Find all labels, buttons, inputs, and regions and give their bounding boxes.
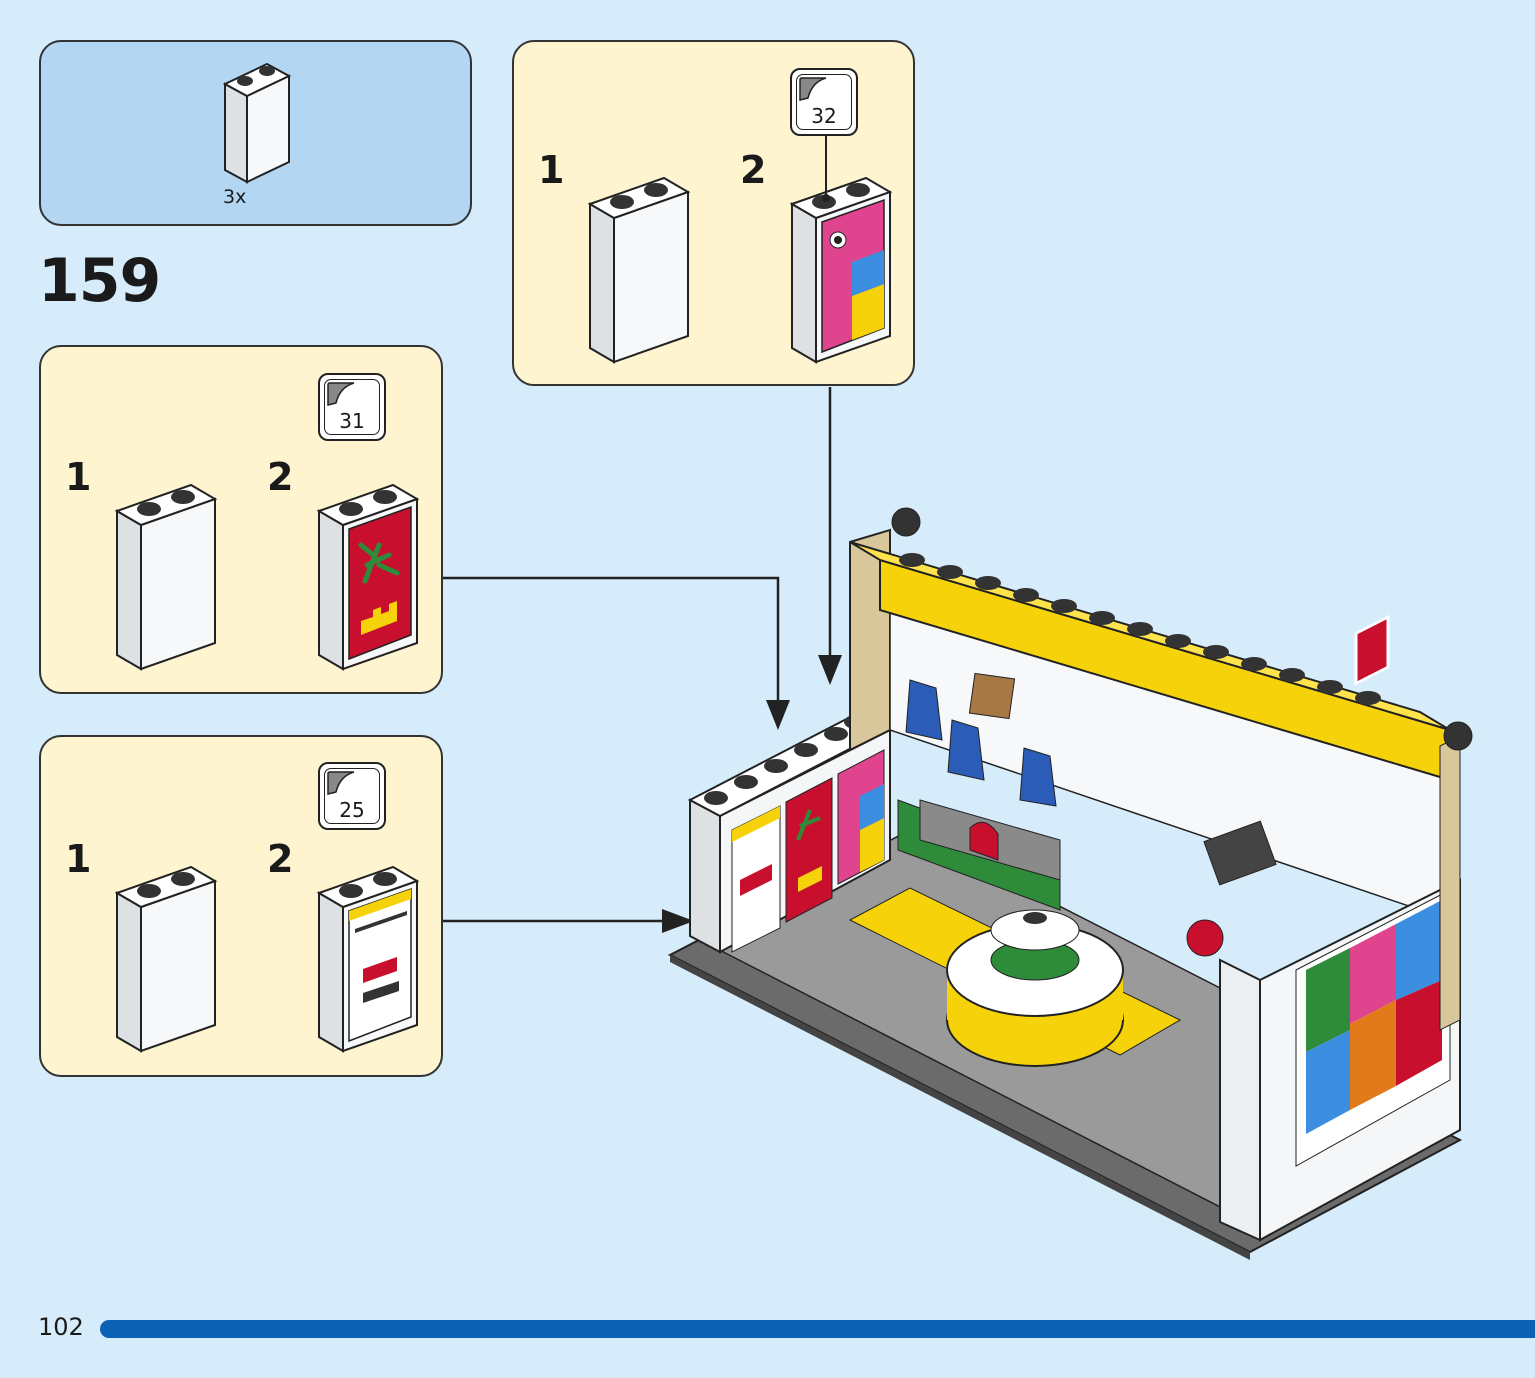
sticker-callout: 31 <box>318 373 386 441</box>
sticker-sheet-icon <box>799 77 827 101</box>
progress-bar <box>100 1320 1535 1338</box>
sticker-sheet-icon <box>327 771 355 795</box>
page-number: 102 <box>38 1313 84 1341</box>
plain-brick-icon <box>587 176 691 364</box>
substep-label-1: 1 <box>538 148 565 192</box>
sticker-callout: 25 <box>318 762 386 830</box>
stickered-brick-icon <box>316 865 420 1053</box>
plain-brick-icon <box>114 483 218 671</box>
sticker-number: 32 <box>811 104 837 128</box>
substep-label-2: 2 <box>267 837 294 881</box>
substep-panel-sticker-32: 1 2 32 <box>512 40 915 386</box>
arrow-icon <box>766 700 790 730</box>
substep-label-1: 1 <box>65 837 92 881</box>
stickered-brick-icon <box>789 176 893 364</box>
sticker-callout: 32 <box>790 68 858 136</box>
step-number: 159 <box>38 246 161 316</box>
substep-label-2: 2 <box>267 455 294 499</box>
arrow-icon <box>818 655 842 685</box>
plain-brick-icon <box>114 865 218 1053</box>
substep-panel-sticker-31: 1 2 31 <box>39 345 443 694</box>
arrow-icon <box>662 909 694 933</box>
parts-list-panel: 3x <box>39 40 472 226</box>
substep-label-2: 2 <box>740 148 767 192</box>
substep-label-1: 1 <box>65 455 92 499</box>
sticker-number: 31 <box>339 409 365 433</box>
brick-icon <box>222 62 292 184</box>
part-quantity: 3x <box>223 186 247 208</box>
sticker-number: 25 <box>339 798 365 822</box>
store-model-illustration <box>667 507 1473 1260</box>
substep-panel-sticker-25: 1 2 25 <box>39 735 443 1077</box>
sticker-sheet-icon <box>327 382 355 406</box>
stickered-brick-icon <box>316 483 420 671</box>
